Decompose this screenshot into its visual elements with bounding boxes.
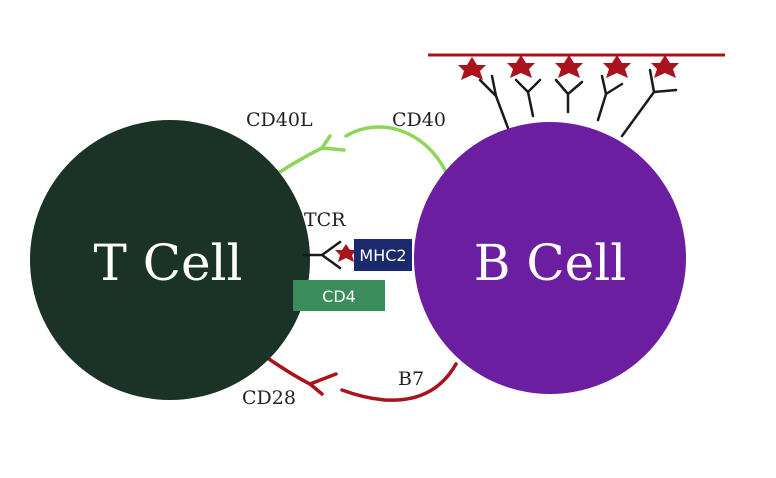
tcr-label: TCR: [304, 209, 346, 231]
antigen-star: [603, 55, 631, 78]
cd40-label: CD40: [392, 109, 446, 131]
bcr-antibody: [478, 74, 510, 130]
b-cell-receptors: [478, 68, 678, 138]
presented-antigen-star: [335, 244, 357, 262]
tcr-receptor: [302, 240, 342, 270]
cd28-stem: [264, 355, 312, 386]
mhc2-box: [354, 239, 412, 271]
cd28-b7-interaction: [264, 355, 458, 402]
cd40l-fork: [320, 134, 346, 152]
cd40l-label: CD40L: [246, 109, 313, 131]
b7-arc: [340, 362, 458, 402]
b7-label: B7: [398, 368, 424, 390]
antigen-stars: [458, 55, 679, 80]
bcr-antibody: [554, 78, 584, 114]
cd4-label: CD4: [322, 287, 356, 306]
antigen-star: [651, 55, 679, 78]
cd28-fork: [308, 372, 338, 396]
cd4-box: [293, 280, 385, 311]
cd40-interaction: [278, 125, 448, 174]
antigen-star: [507, 55, 535, 78]
b-cell: [414, 122, 686, 394]
mhc2-label: MHC2: [359, 246, 406, 265]
antigen-star: [458, 57, 486, 80]
cd4-molecule: CD4: [293, 280, 385, 311]
cd40l-stem: [278, 146, 324, 174]
cd40-arc: [344, 125, 448, 174]
mhc2-molecule: MHC2: [354, 239, 412, 271]
b-cell-label: B Cell: [474, 234, 626, 292]
bcr-antibody: [514, 78, 542, 118]
antigen-star: [555, 55, 583, 78]
t-cell-label: T Cell: [93, 234, 242, 292]
t-cell: [30, 120, 310, 400]
bcr-antibody: [596, 74, 624, 122]
cd28-label: CD28: [242, 387, 296, 409]
bcr-antibody: [620, 68, 678, 138]
